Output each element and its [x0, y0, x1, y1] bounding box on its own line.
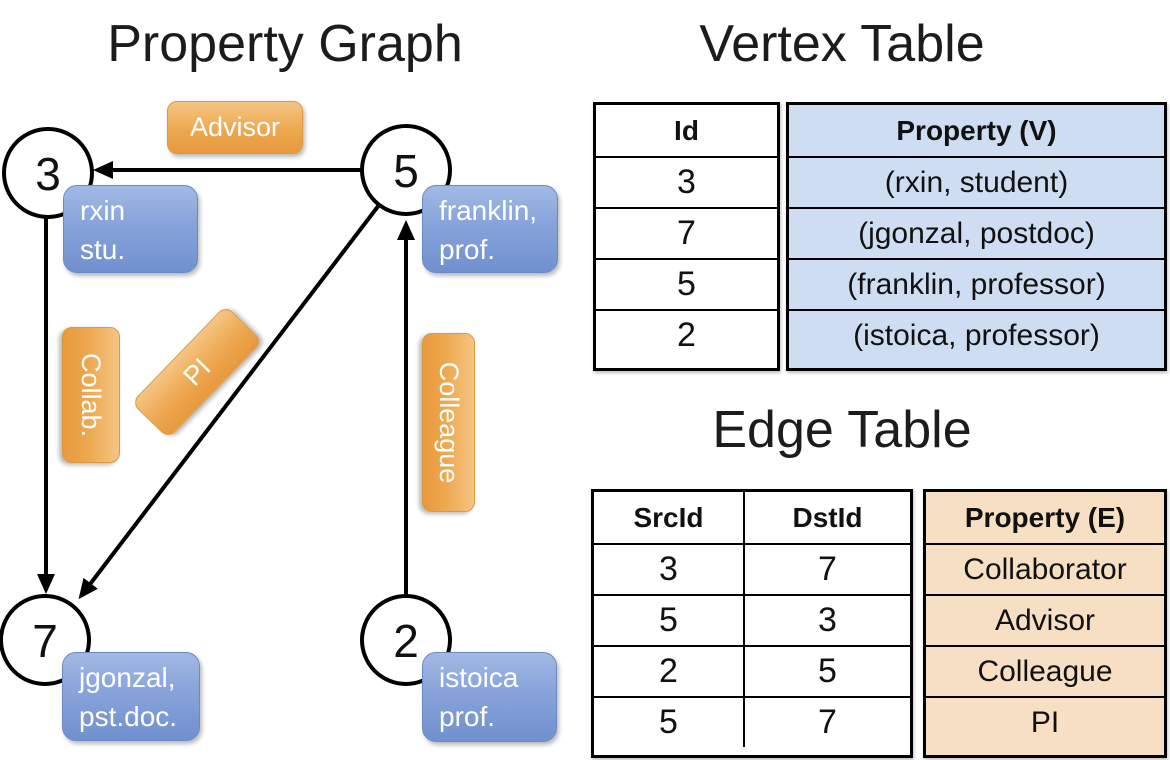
- node-property-line: stu.: [80, 234, 126, 265]
- property-graph-title: Property Graph: [107, 15, 463, 73]
- vertex-id-cell: 5: [596, 258, 777, 309]
- node-id-3: 3: [35, 148, 61, 200]
- vertex-table-property-column: Property (V) (rxin, student) (jgonzal, p…: [786, 102, 1167, 371]
- node-property-line: jgonzal,: [79, 662, 176, 693]
- edge-property-cell: Collaborator: [926, 543, 1164, 594]
- node-property-line: prof.: [439, 234, 496, 265]
- vertex-property-cell: (franklin, professor): [789, 258, 1164, 309]
- edge-label-collab: Collab.: [62, 327, 120, 463]
- edge-table-title: Edge Table: [712, 401, 972, 459]
- node-property-2: istoica prof.: [422, 652, 557, 742]
- vertex-property-cell: (istoica, professor): [789, 309, 1164, 360]
- vertex-id-cell: 7: [596, 207, 777, 258]
- edge-dstid-cell: 5: [818, 652, 837, 690]
- node-property-line: pst.doc.: [79, 701, 178, 732]
- node-id-7: 7: [32, 615, 58, 667]
- edge-label-colleague: Colleague: [422, 333, 475, 512]
- node-property-line: rxin: [80, 195, 126, 226]
- edge-srcid-header: SrcId: [594, 492, 745, 543]
- node-property-line: istoica: [439, 662, 519, 693]
- property-graph-panel: Property Graph 3 5 7 2 Advisor Collab. P…: [0, 0, 580, 760]
- vertex-property-cell: (jgonzal, postdoc): [789, 207, 1164, 258]
- edge-dstid-cell: 3: [818, 601, 837, 639]
- node-property-5: franklin, prof.: [422, 185, 558, 273]
- edge-table-property-column: Property (E) Collaborator Advisor Collea…: [923, 489, 1167, 758]
- node-property-line: franklin,: [439, 195, 538, 226]
- node-property-3: rxin stu.: [63, 185, 198, 273]
- edge-property-cell: Colleague: [926, 645, 1164, 696]
- vertex-table-title: Vertex Table: [699, 15, 985, 73]
- edge-property-header: Property (E): [964, 501, 1126, 533]
- vertex-property-cell: (rxin, student): [789, 156, 1164, 207]
- edge-dstid-cell: 7: [818, 550, 837, 588]
- edge-srcid-cell: 5: [594, 698, 745, 747]
- edge-pi-5-to-7: [78, 203, 381, 600]
- tables-panel: Vertex Table Id 3 7 5 2 Property (V) (rx…: [580, 0, 1170, 760]
- vertex-id-header: Id: [674, 114, 699, 146]
- node-id-5: 5: [393, 145, 419, 197]
- node-property-7: jgonzal, pst.doc.: [62, 652, 200, 741]
- node-id-2: 2: [393, 615, 419, 667]
- vertex-id-cell: 2: [596, 309, 777, 360]
- edge-property-cell: Advisor: [926, 594, 1164, 645]
- node-property-line: prof.: [439, 701, 496, 732]
- vertex-property-header: Property (V): [896, 114, 1057, 146]
- edge-srcid-cell: 3: [594, 545, 745, 594]
- edge-srcid-cell: 2: [594, 647, 745, 696]
- edge-dstid-cell: 7: [818, 703, 837, 741]
- edge-label-advisor: Advisor: [167, 101, 303, 154]
- edge-dstid-header: DstId: [792, 501, 863, 533]
- edge-property-cell: PI: [926, 696, 1164, 747]
- edge-srcid-cell: 5: [594, 596, 745, 645]
- vertex-id-cell: 3: [596, 156, 777, 207]
- vertex-table-id-column: Id 3 7 5 2: [593, 102, 780, 371]
- edge-table-id-columns: SrcId DstId 3 7 5 3 2 5 5 7: [591, 489, 913, 758]
